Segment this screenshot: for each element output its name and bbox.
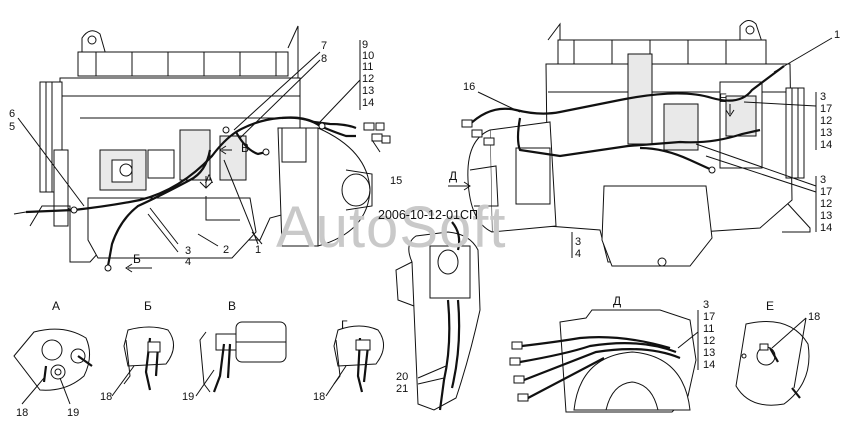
- housing-detail-view: [395, 221, 481, 411]
- callout-21: 21: [396, 383, 408, 395]
- detail-d-callout-5: 13: [703, 347, 715, 359]
- right-top-callout-5: 14: [820, 139, 832, 151]
- right-top-callout-2: 17: [820, 103, 832, 115]
- callout-4-right: 4: [575, 248, 581, 260]
- view-marker-v-on-engine: В: [241, 141, 249, 155]
- callout-7: 7: [321, 40, 327, 52]
- watermark: AutoSoft: [276, 195, 506, 260]
- right-mid-callout-3: 12: [820, 198, 832, 210]
- view-marker-d-on-engine: Д: [449, 169, 457, 183]
- callout-9: 9: [362, 39, 368, 51]
- detail-b-callout-18: 18: [100, 391, 112, 403]
- callout-5: 5: [9, 121, 15, 133]
- view-marker-b-on-engine: Б: [133, 252, 141, 266]
- callout-10: 10: [362, 50, 374, 62]
- detail-d-callout-4: 12: [703, 335, 715, 347]
- document-code: 2006-10-12-01СП: [378, 208, 478, 222]
- callout-3-left: 3: [185, 245, 191, 257]
- detail-a-callout-19: 19: [67, 407, 79, 419]
- detail-a: [13, 328, 93, 405]
- right-top-callout-4: 13: [820, 127, 832, 139]
- callout-16: 16: [463, 81, 475, 93]
- detail-e-title: Е: [766, 299, 774, 313]
- detail-g-callout-18: 18: [313, 391, 325, 403]
- detail-v-title: В: [228, 299, 236, 313]
- detail-e-callout-18: 18: [808, 311, 820, 323]
- detail-a-title: А: [52, 299, 60, 313]
- callout-12: 12: [362, 73, 374, 85]
- right-mid-callout-4: 13: [820, 210, 832, 222]
- callout-13: 13: [362, 85, 374, 97]
- detail-a-callout-18: 18: [16, 407, 28, 419]
- callout-2: 2: [223, 244, 229, 256]
- callout-15: 15: [390, 175, 402, 187]
- right-mid-callout-5: 14: [820, 222, 832, 234]
- view-marker-e-on-engine: Е: [719, 91, 727, 105]
- detail-e: [735, 317, 810, 406]
- right-top-callout-3: 12: [820, 115, 832, 127]
- detail-d: [509, 309, 699, 413]
- callout-6: 6: [9, 108, 15, 120]
- callout-20: 20: [396, 371, 408, 383]
- detail-v: [195, 321, 287, 397]
- callout-8: 8: [321, 53, 327, 65]
- right-mid-callout-1: 3: [820, 174, 826, 186]
- detail-d-callout-2: 17: [703, 311, 715, 323]
- detail-d-callout-1: 3: [703, 299, 709, 311]
- right-top-callout-1: 3: [820, 91, 826, 103]
- detail-g: [325, 325, 384, 397]
- left-engine-view: [13, 25, 391, 273]
- detail-d-title: Д: [613, 294, 621, 308]
- detail-d-callout-3: 11: [703, 323, 714, 335]
- callout-14: 14: [362, 97, 374, 109]
- detail-b: [111, 326, 174, 397]
- detail-g-title: Г: [341, 318, 348, 332]
- detail-v-callout-19: 19: [182, 391, 194, 403]
- callout-1-left: 1: [255, 244, 261, 256]
- callout-11: 11: [362, 61, 373, 73]
- callout-3-right: 3: [575, 236, 581, 248]
- callout-4-left: 4: [185, 256, 191, 268]
- right-mid-callout-2: 17: [820, 186, 832, 198]
- detail-d-callout-6: 14: [703, 359, 715, 371]
- right-engine-view: [448, 20, 833, 267]
- detail-b-title: Б: [144, 299, 152, 313]
- callout-1-right: 1: [834, 29, 840, 41]
- view-marker-a-on-engine: А: [205, 172, 213, 186]
